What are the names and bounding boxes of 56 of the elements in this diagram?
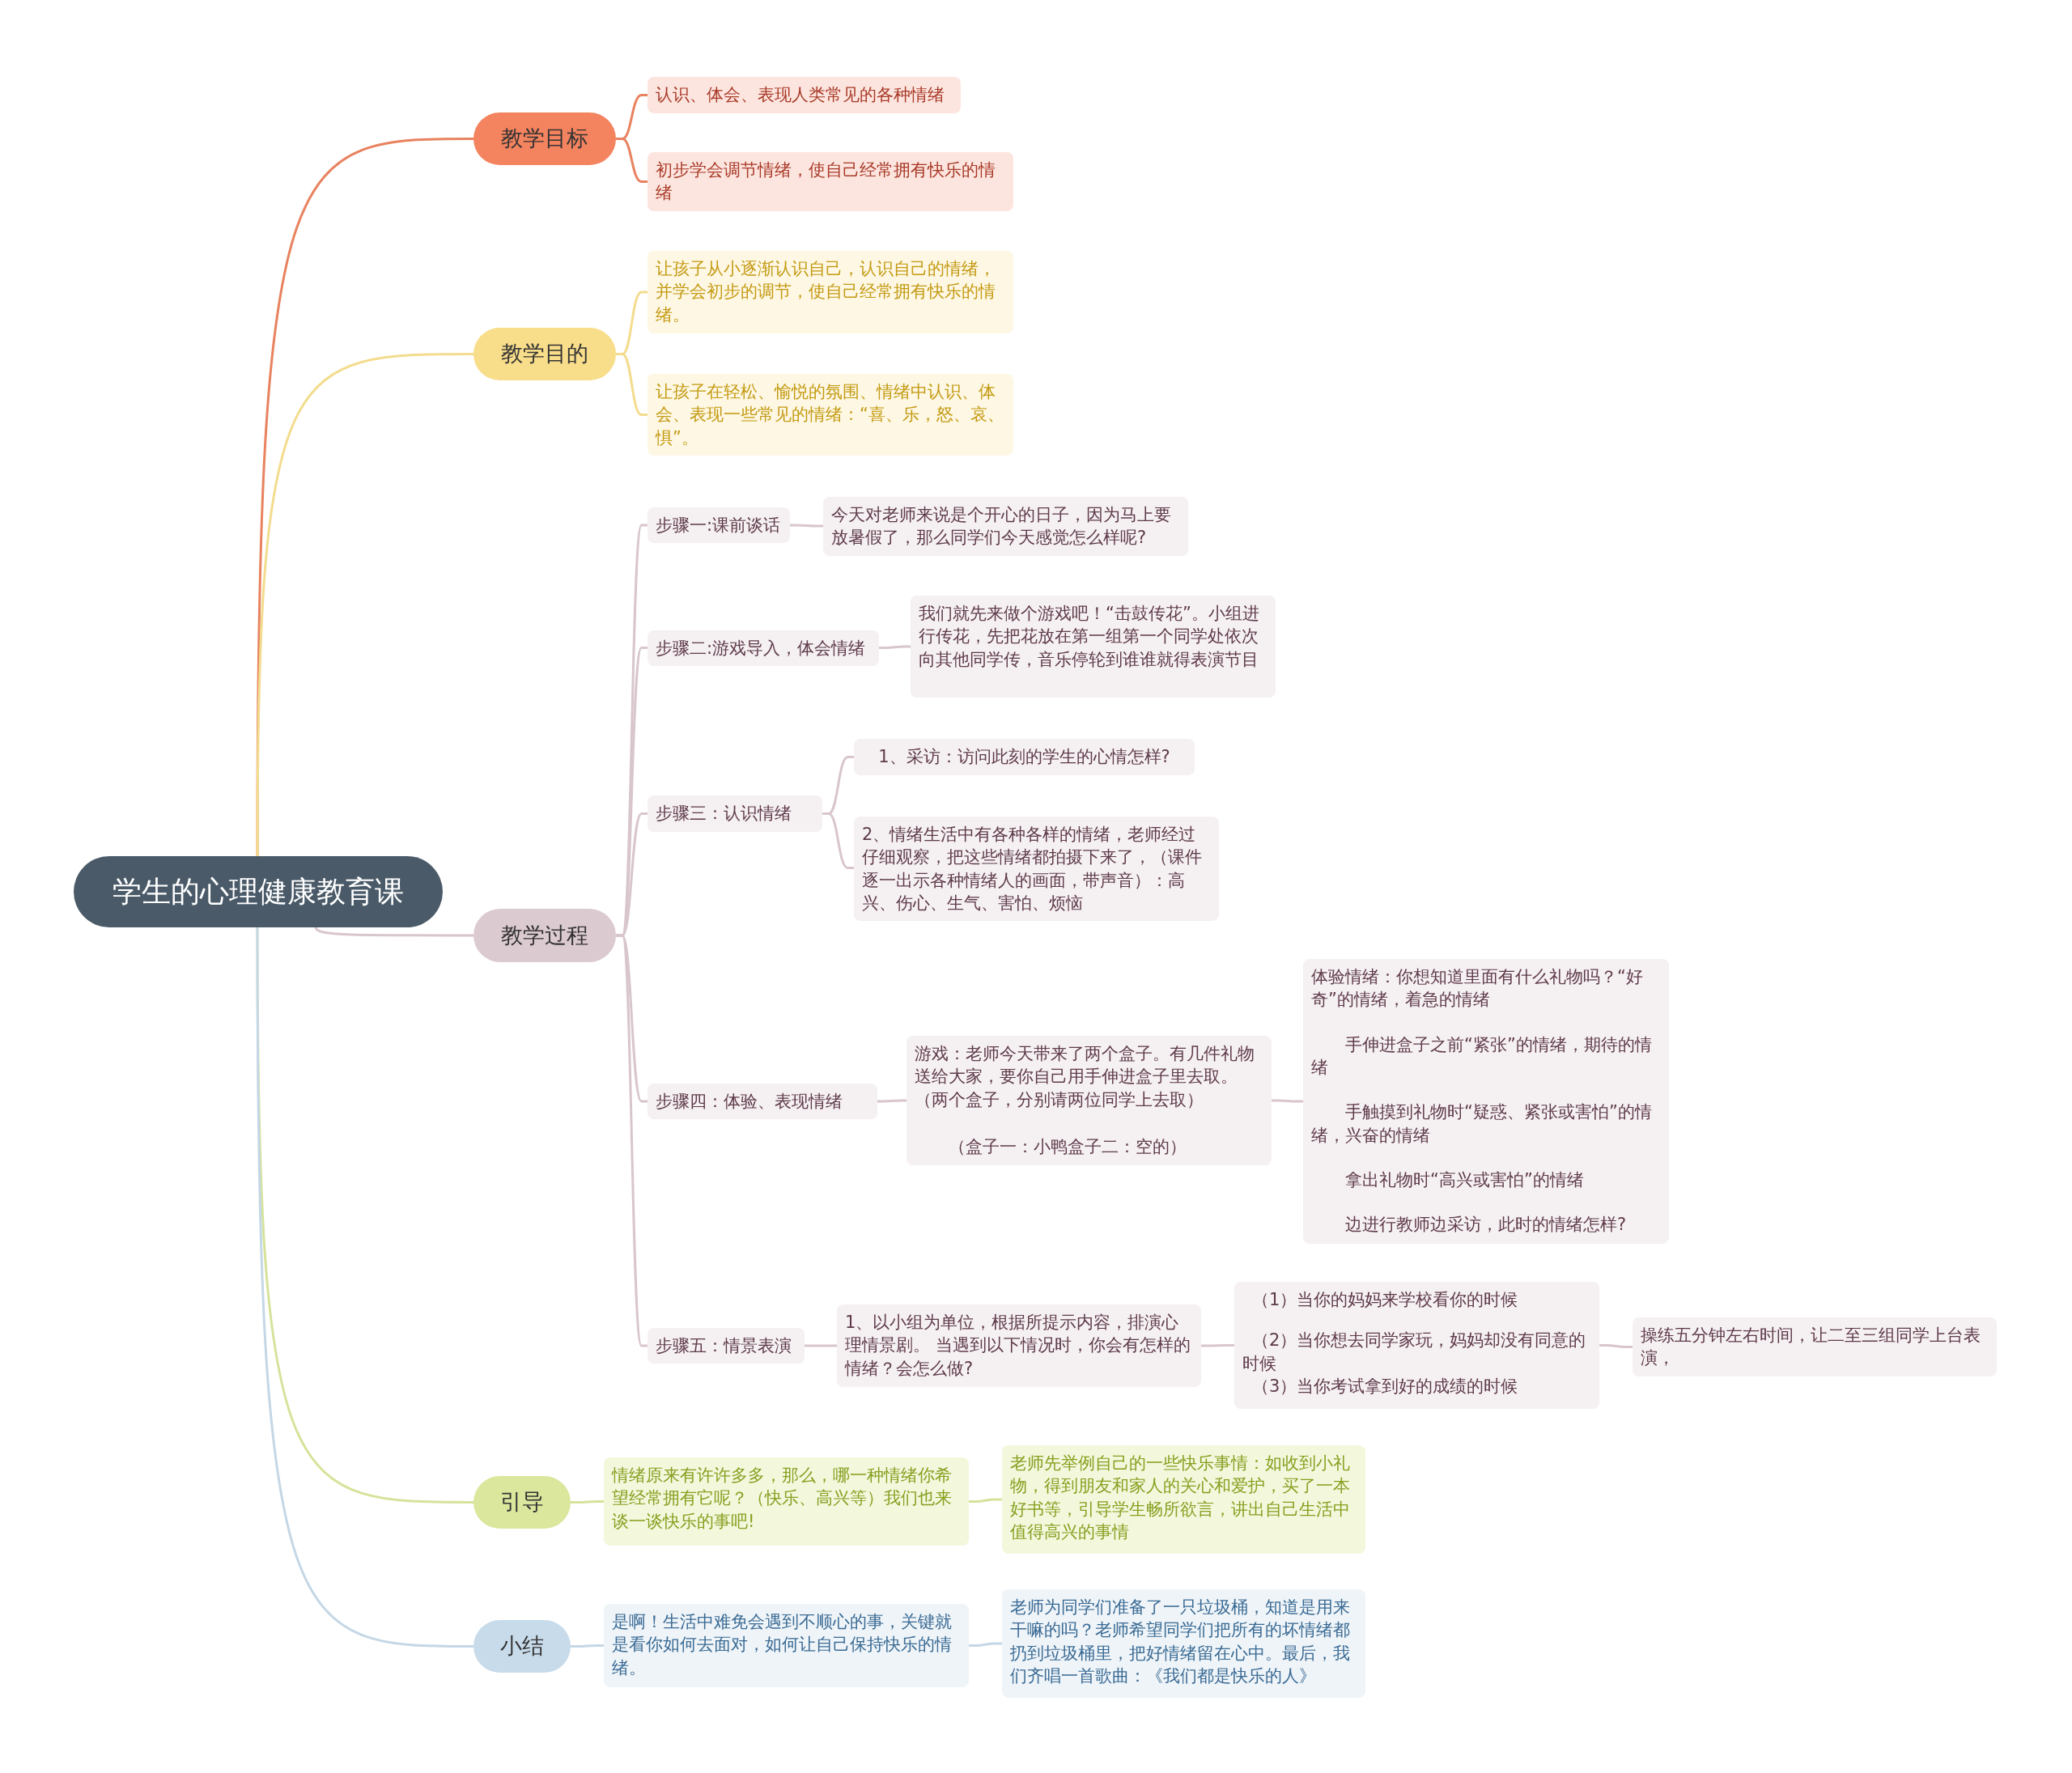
- subtopic-box: 步骤一:课前谈话: [648, 507, 790, 544]
- text-paragraph: （盒子一：小鸭盒子二：空的）: [948, 1136, 1187, 1159]
- text-paragraph: 边进行教师边采访，此时的情绪怎样?: [1344, 1214, 1628, 1236]
- text-paragraph: 体验情绪：你想知道里面有什么礼物吗？“好奇”的情绪，着急的情绪: [1311, 966, 1644, 1012]
- connector-line: [1272, 1099, 1303, 1103]
- connector-line: [822, 812, 854, 869]
- topic-box: 教学目的: [473, 328, 616, 380]
- topic-box: 教学过程: [473, 909, 616, 962]
- subtopic-box: 步骤四：体验、表现情绪: [648, 1084, 877, 1120]
- text-paragraph: 游戏：老师今天带来了两个盒子。有几件礼物送给大家，要你自己用手伸进盒子里去取。（两个盒子，分别请两位同学上去取）: [915, 1043, 1255, 1111]
- subtopic-box: 老师先举例自己的一些快乐事情：如收到小礼物，得到朋友和家人的关心和爱护，买了一本好书等，引导学生畅所欲言，讲出自己生活中值得高兴的事情: [1002, 1445, 1365, 1554]
- connector-line: [969, 1498, 1002, 1503]
- subtopic-box: 操练五分钟左右时间，让二至三组同学上台表演，: [1633, 1317, 1997, 1376]
- connector-line: [314, 927, 473, 937]
- connector-line: [571, 1500, 604, 1504]
- text-paragraph: 拿出礼物时“高兴或害怕”的情绪: [1344, 1169, 1585, 1192]
- connector-line: [571, 1644, 604, 1648]
- topic-box: 教学目标: [473, 112, 616, 165]
- subtopic-box: [1234, 1282, 1599, 1409]
- subtopic-box: 认识、体会、表现人类常见的各种情绪: [648, 77, 961, 113]
- connector-line: [805, 1344, 837, 1347]
- text-paragraph: 手触摸到礼物时“疑惑、紧张或害怕”的情绪，兴奋的情绪: [1311, 1101, 1653, 1147]
- connector-line: [1599, 1344, 1633, 1348]
- connector-line: [256, 353, 473, 856]
- subtopic-box: 步骤五：情景表演: [648, 1328, 805, 1364]
- subtopic-box: 步骤三：认识情绪: [648, 795, 822, 832]
- connector-line: [256, 138, 473, 856]
- topic-box: 小结: [473, 1620, 571, 1673]
- connector-line: [1201, 1344, 1234, 1347]
- connector-line: [790, 524, 823, 528]
- connector-line: [969, 1642, 1002, 1647]
- subtopic-box: 是啊！生活中难免会遇到不顺心的事，关键就是看你如何去面对，如何让自己保持快乐的情绪。: [604, 1604, 969, 1687]
- text-paragraph: （2）当你想去同学家玩，妈妈却没有同意的时候: [1242, 1330, 1587, 1375]
- connector-line: [877, 1099, 906, 1103]
- connector-line: [256, 927, 473, 1648]
- root-topic: 学生的心理健康教育课: [74, 856, 443, 927]
- subtopic-box: 让孩子从小逐渐认识自己，认识自己的情绪，并学会初步的调节，使自己经常拥有快乐的情绪。: [648, 251, 1013, 333]
- text-paragraph: （1）当你的妈妈来学校看你的时候: [1251, 1289, 1519, 1311]
- subtopic-box: 1、采访：访问此刻的学生的心情怎样?: [854, 739, 1195, 775]
- subtopic-box: 情绪原来有许许多多，那么，哪一种情绪你希望经常拥有它呢？（快乐、高兴等）我们也来谈一谈快乐的事吧!: [604, 1457, 969, 1546]
- subtopic-box: 我们就先来做个游戏吧！“击鼓传花”。小组进行传花，先把花放在第一组第一个同学处依次向其他同学传，音乐停轮到谁谁就得表演节目: [911, 596, 1276, 698]
- subtopic-box: [906, 1036, 1272, 1165]
- subtopic-box: 老师为同学们准备了一只垃圾桶，知道是用来干嘛的吗？老师希望同学们把所有的坏情绪都扔到垃圾桶里，把好情绪留在心中。最后，我们齐唱一首歌曲：《我们都是快乐的人》: [1002, 1589, 1365, 1698]
- subtopic-box: [1303, 959, 1669, 1244]
- subtopic-box: 2、情绪生活中有各种各样的情绪，老师经过仔细观察，把这些情绪都拍摄下来了，（课件逐一出示各种情绪人的画面，带声音）：高兴、伤心、生气、害怕、烦恼: [854, 817, 1219, 922]
- connector-line: [879, 645, 911, 649]
- connector-line: [616, 353, 648, 416]
- subtopic-box: 1、以小组为单位，根据所提示内容，排演心理情景剧。 当遇到以下情况时，你会有怎样的情绪？会怎么做?: [837, 1304, 1201, 1387]
- subtopic-box: 步骤二:游戏导入，体会情绪: [648, 630, 879, 667]
- topic-box: 引导: [473, 1476, 571, 1529]
- text-paragraph: （3）当你考试拿到好的成绩的时候: [1251, 1376, 1519, 1398]
- subtopic-box: 今天对老师来说是个开心的日子，因为马上要放暑假了，那么同学们今天感觉怎么样呢?: [823, 497, 1188, 556]
- connector-line: [616, 138, 648, 183]
- text-paragraph: 手伸进盒子之前“紧张”的情绪，期待的情绪: [1311, 1033, 1653, 1079]
- subtopic-box: 初步学会调节情绪，使自己经常拥有快乐的情绪: [648, 152, 1013, 211]
- subtopic-box: 让孩子在轻松、愉悦的氛围、情绪中认识、体会、表现一些常见的情绪：“喜、乐，怒、哀、惧”。: [648, 374, 1013, 456]
